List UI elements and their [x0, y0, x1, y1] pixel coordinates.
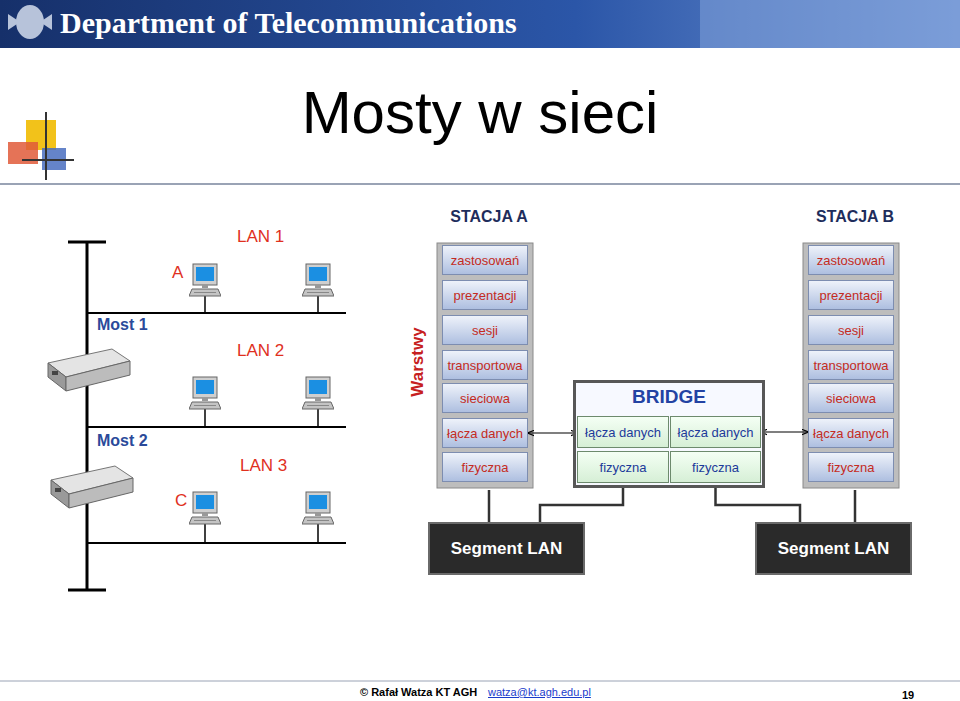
icon-line	[22, 159, 74, 161]
bridge-layer-box: łącza danych	[670, 416, 761, 448]
terminator	[68, 589, 106, 592]
osi-layer-box: zastosowań	[442, 245, 528, 275]
node-text: prezentacji	[454, 288, 517, 303]
bridge-layer-box: łącza danych	[577, 416, 669, 448]
drop-line	[204, 409, 206, 427]
drop-line	[204, 296, 206, 313]
segment-wire	[488, 490, 491, 522]
computer-icon	[302, 377, 334, 409]
node-text: STACJA A	[437, 207, 541, 227]
footer-rule	[0, 681, 960, 682]
node-text: fizyczna	[462, 460, 509, 475]
segment-wire	[854, 490, 857, 522]
node-text: zastosowań	[451, 253, 520, 268]
stack-column	[437, 243, 533, 488]
station-letter: C	[175, 492, 187, 511]
stack-column	[803, 243, 899, 488]
footer-email: watza@kt.agh.edu.pl	[488, 686, 591, 698]
lan-segment-box: Segment LAN	[755, 522, 912, 575]
lan-line	[87, 426, 346, 428]
node-text: sieciowa	[460, 391, 510, 406]
backbone	[86, 242, 89, 590]
node-text: fizyczna	[692, 460, 739, 475]
node-text: Segment LAN	[778, 539, 889, 559]
node-text: fizyczna	[600, 460, 647, 475]
bridge-name: Most 1	[95, 316, 150, 334]
footer-author: © Rafał Watza KT AGH	[360, 686, 477, 698]
osi-layer-box: sesji	[442, 315, 528, 345]
osi-layer-box: łącza danych	[808, 418, 894, 448]
title-rule	[0, 183, 960, 185]
osi-layer-box: transportowa	[442, 350, 528, 380]
emblem-shape	[16, 5, 44, 39]
lan-line	[87, 312, 346, 314]
bridge-device	[51, 466, 133, 508]
node-text: łącza danych	[678, 425, 754, 440]
osi-layer-box: prezentacji	[442, 280, 528, 310]
node-text: sieciowa	[826, 391, 876, 406]
osi-layer-box: fizyczna	[442, 452, 528, 482]
lan-name: LAN 3	[240, 457, 287, 476]
node-text: sesji	[472, 323, 498, 338]
node-text: zastosowań	[817, 253, 886, 268]
node-text: prezentacji	[820, 288, 883, 303]
double-arrow	[761, 431, 808, 432]
computer-icon	[302, 264, 334, 296]
osi-layer-box: fizyczna	[808, 452, 894, 482]
node-text: BRIDGE	[576, 383, 762, 411]
bridge-layer-box: fizyczna	[670, 451, 761, 483]
osi-layer-box: zastosowań	[808, 245, 894, 275]
drop-line	[317, 296, 319, 313]
header-text: Department of Telecommunications	[60, 6, 517, 39]
bridge-layer-box: fizyczna	[577, 451, 669, 483]
header-banner	[0, 0, 960, 48]
banner-shade	[700, 0, 960, 48]
node-text: łącza danych	[585, 425, 661, 440]
title-icon	[8, 112, 74, 180]
double-arrow	[528, 432, 577, 433]
icon-line	[45, 112, 47, 180]
computer-icon	[189, 377, 221, 409]
drop-line	[204, 524, 206, 543]
osi-layer-box: sieciowa	[442, 383, 528, 413]
network-illustration	[68, 242, 346, 590]
lan-segment-box: Segment LAN	[428, 522, 585, 575]
osi-layer-box: łącza danych	[442, 418, 528, 448]
drop-line	[317, 409, 319, 427]
node-text: Segment LAN	[451, 539, 562, 559]
lan-name: LAN 2	[237, 342, 284, 361]
station-stack: STACJA A zastosowań prezentacji sesji transp…	[437, 207, 541, 490]
slide-title: Mosty w sieci	[0, 80, 960, 146]
bridge-box: BRIDGE łącza danych łącza danych fizyczna fi…	[573, 380, 765, 488]
node-text: STACJA B	[803, 207, 907, 227]
computer-icon	[189, 492, 221, 524]
lan-name: LAN 1	[237, 228, 284, 247]
node-text: transportowa	[447, 358, 522, 373]
osi-layer-box: transportowa	[808, 350, 894, 380]
terminator	[68, 241, 106, 244]
emblem	[8, 5, 52, 39]
computer-icon	[189, 264, 221, 296]
osi-layer-box: prezentacji	[808, 280, 894, 310]
segment-wire	[716, 483, 801, 522]
osi-layer-box: sesji	[808, 315, 894, 345]
station-letter: A	[172, 264, 183, 283]
axis-label: Warstwy	[409, 327, 428, 396]
computer-icon	[302, 492, 334, 524]
lan-line	[87, 542, 346, 544]
osi-layer-box: sieciowa	[808, 383, 894, 413]
node-text: sesji	[838, 323, 864, 338]
station-stack: STACJA B zastosowań prezentacji sesji transp…	[803, 207, 907, 490]
node-text: fizyczna	[828, 460, 875, 475]
drop-line	[317, 524, 319, 543]
emblem-wings	[8, 14, 52, 30]
segment-wire	[540, 483, 623, 522]
node-text: łącza danych	[447, 426, 523, 441]
page-number: 19	[902, 689, 914, 701]
bridge-device	[48, 349, 130, 391]
node-text: transportowa	[813, 358, 888, 373]
node-text: łącza danych	[813, 426, 889, 441]
bridge-name: Most 2	[95, 432, 150, 450]
